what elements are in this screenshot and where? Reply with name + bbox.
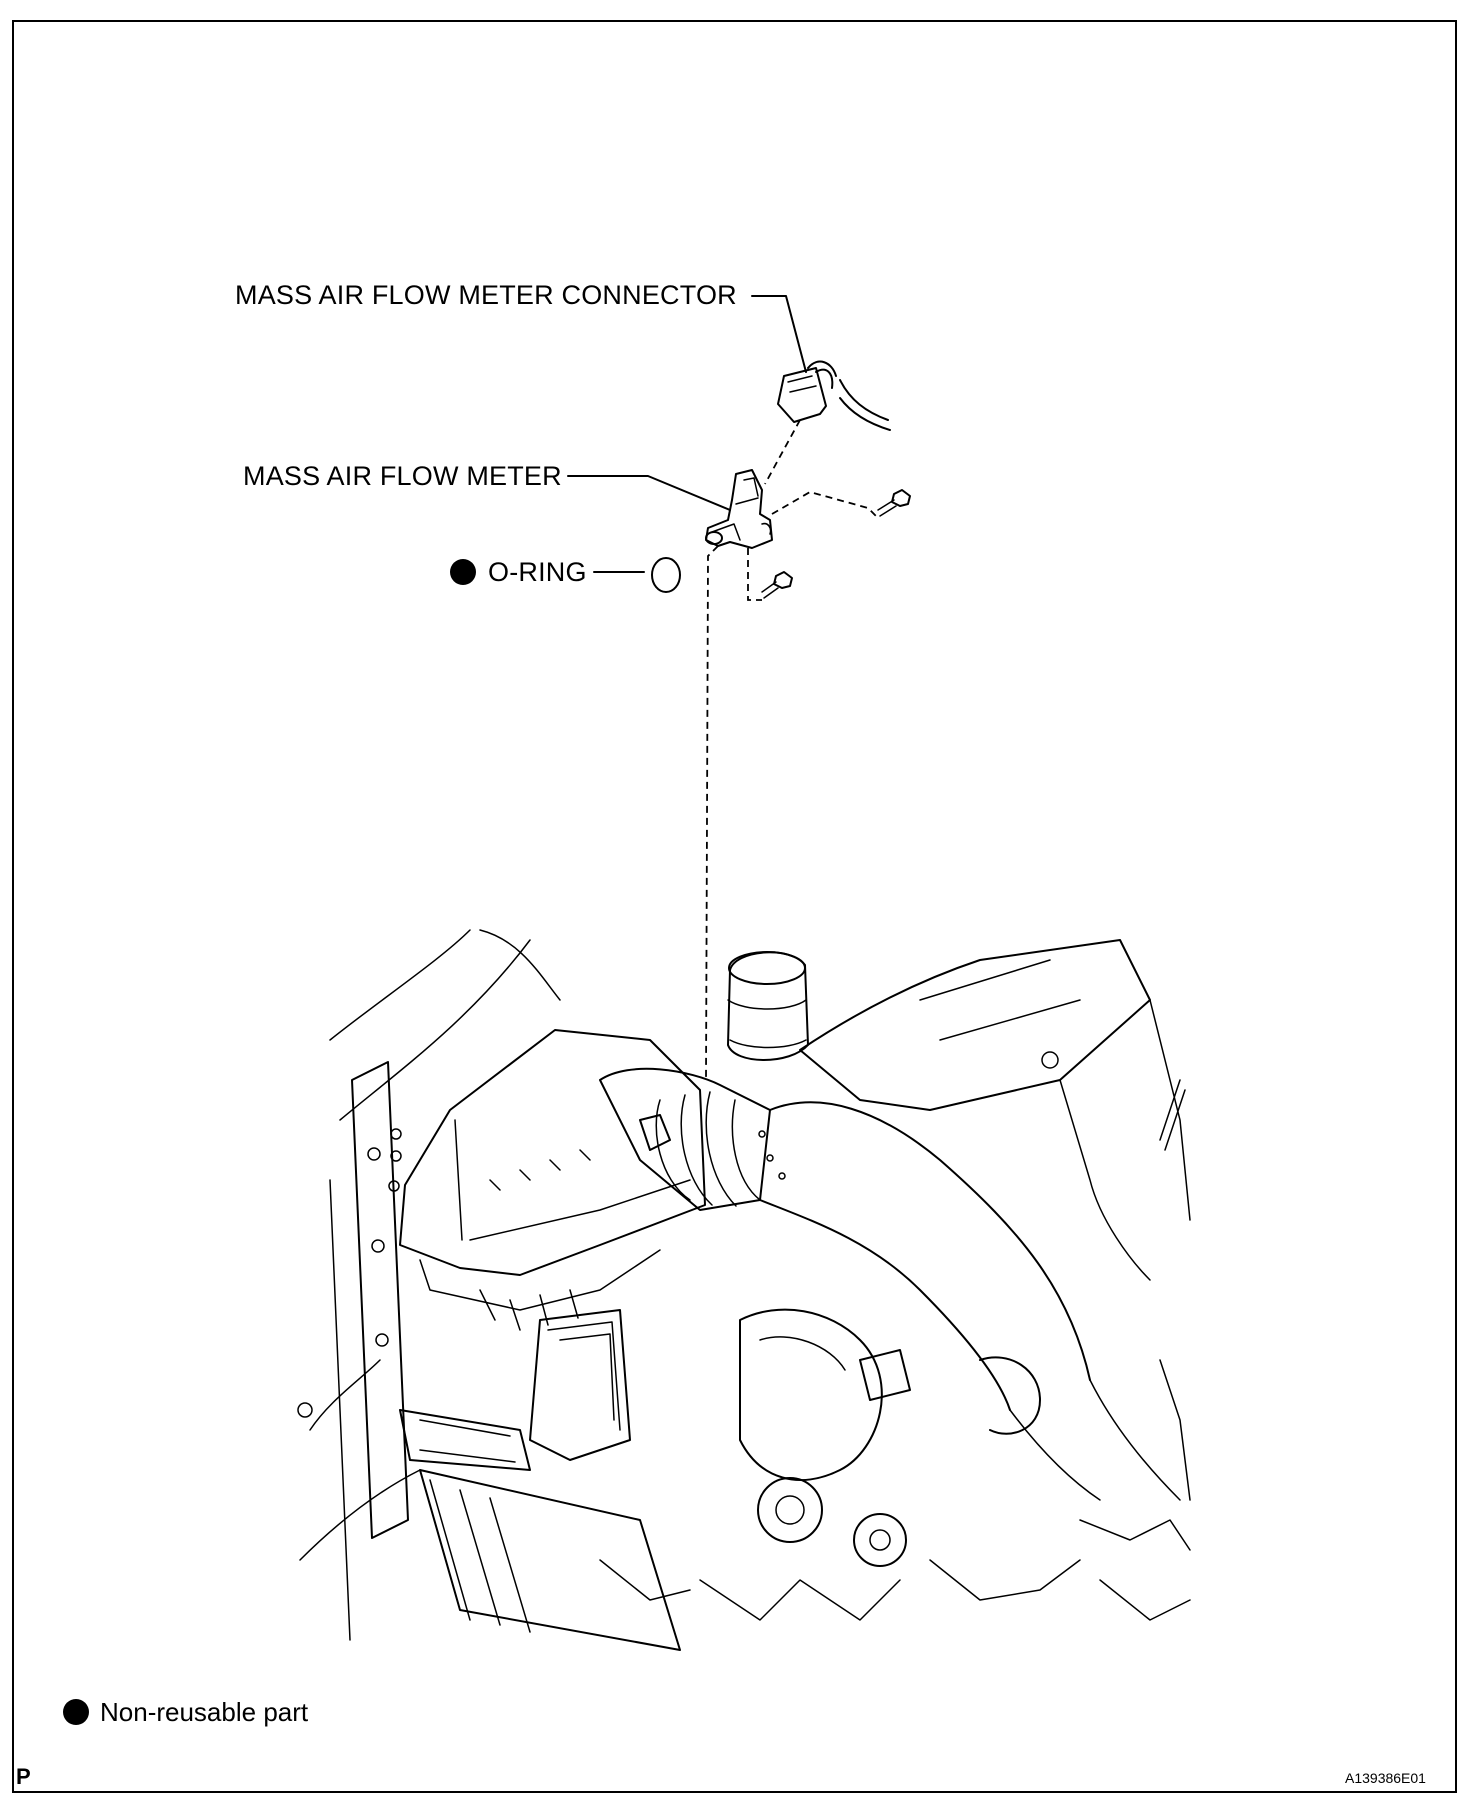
oring-non-reusable-marker-icon bbox=[450, 559, 476, 585]
screw-lower bbox=[761, 571, 793, 599]
corner-letter: P bbox=[16, 1764, 31, 1789]
meter-leader-line bbox=[567, 475, 731, 511]
o-ring bbox=[651, 557, 681, 593]
oring-callout-label: O-RING bbox=[488, 557, 587, 587]
meter-callout-label: MASS AIR FLOW METER bbox=[243, 461, 562, 491]
figure-frame bbox=[12, 20, 1457, 1793]
connector-callout-label: MASS AIR FLOW METER CONNECTOR bbox=[235, 280, 737, 310]
legend-non-reusable-icon bbox=[63, 1699, 89, 1725]
mass-air-flow-meter-connector bbox=[777, 360, 891, 431]
mass-air-flow-meter bbox=[705, 469, 773, 549]
screw-upper bbox=[877, 489, 911, 517]
legend-label: Non-reusable part bbox=[100, 1697, 309, 1727]
figure-code: A139386E01 bbox=[1345, 1770, 1426, 1786]
connector-leader-line bbox=[751, 295, 807, 373]
engine-bay-illustration bbox=[297, 929, 1191, 1651]
